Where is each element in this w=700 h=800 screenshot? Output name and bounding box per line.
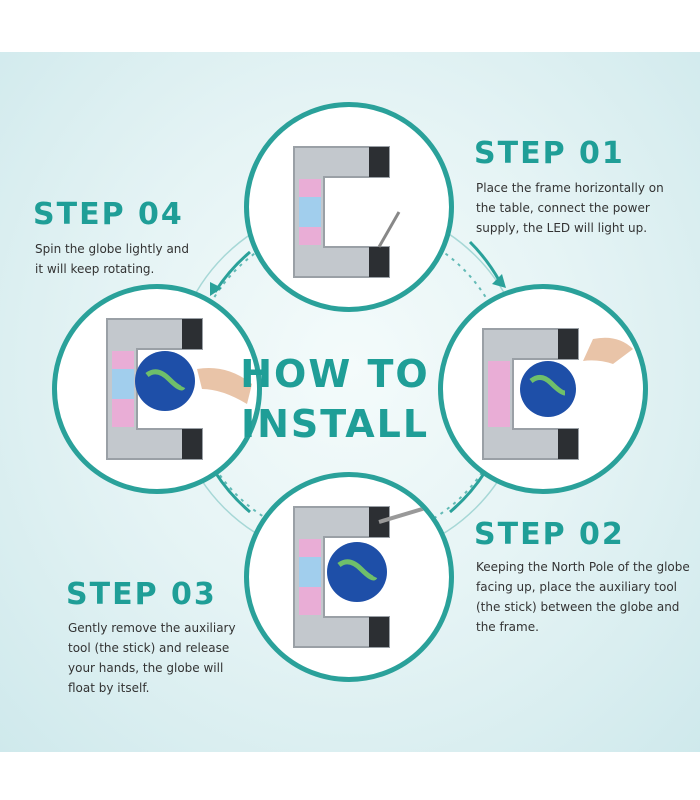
step-03-image [244, 472, 454, 682]
step-03-text: Gently remove the auxiliary tool (the st… [68, 621, 236, 695]
step-02-text: Keeping the North Pole of the globe faci… [476, 560, 690, 634]
step-04-image [52, 284, 262, 494]
how-to-install-title: HOW TO INSTALL [235, 352, 435, 446]
step-04-title: STEP 04 [33, 197, 184, 232]
step-01-title: STEP 01 [474, 136, 625, 171]
step-03-title: STEP 03 [66, 577, 217, 612]
step-01-text: Place the frame horizontally on the tabl… [476, 181, 664, 235]
center-title-line1: HOW TO [240, 352, 430, 396]
step-02-image [438, 284, 648, 494]
arrow-icon [492, 274, 506, 288]
center-title-line2: INSTALL [240, 402, 430, 446]
step-01-image [244, 102, 454, 312]
step-02-title: STEP 02 [474, 517, 625, 552]
step-04-text: Spin the globe lightly and it will keep … [35, 242, 190, 276]
instruction-panel: HOW TO INSTALL STEP 01 Place the frame h… [0, 52, 700, 752]
